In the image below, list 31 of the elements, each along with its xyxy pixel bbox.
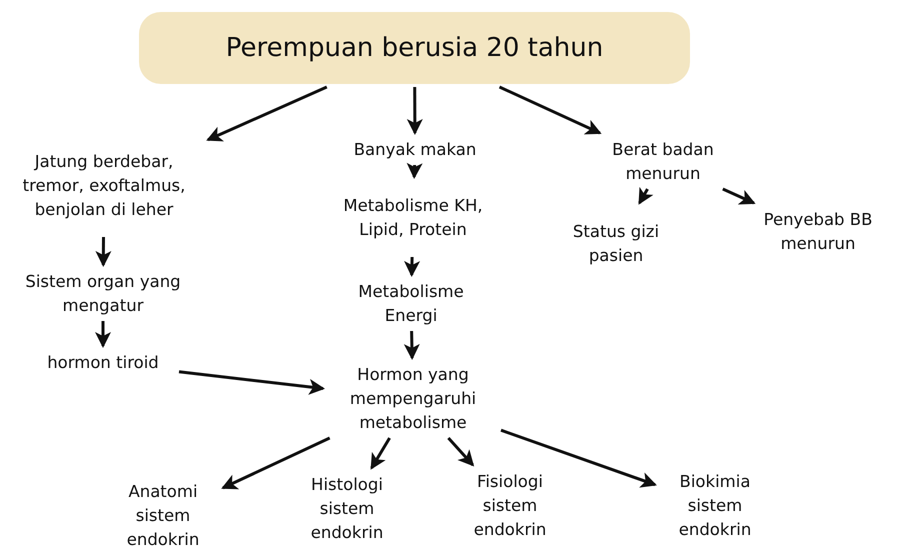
arrow	[498, 86, 602, 134]
arrow	[500, 428, 657, 488]
node-label: Biokimia sistem endokrin	[660, 470, 770, 542]
arrow	[206, 86, 328, 142]
node-label: Banyak makan	[330, 138, 500, 162]
node-label: Penyebab BB menurun	[748, 208, 888, 256]
node-label: Status gizi pasien	[570, 208, 662, 280]
arrow	[95, 236, 112, 267]
node-label: Hormon yang mempengaruhi metabolisme	[328, 363, 498, 435]
node-label: Metabolisme Energi	[335, 280, 487, 328]
arrow	[404, 256, 420, 277]
arrow	[638, 186, 654, 205]
title-box	[139, 12, 690, 84]
arrow	[406, 162, 423, 179]
arrow	[447, 437, 474, 466]
arrow	[404, 330, 420, 360]
arrow	[178, 370, 325, 395]
node-label: Perempuan berusia 20 tahun	[226, 32, 604, 64]
arrow	[221, 436, 330, 490]
node-label: Histologi sistem endokrin	[292, 473, 402, 545]
arrow	[722, 188, 756, 205]
node-label: Sistem organ yang mengatur	[15, 270, 191, 318]
node-label: Metabolisme KH, Lipid, Protein	[335, 182, 491, 254]
arrow	[95, 321, 111, 348]
node-label: Jatung berdebar, tremor, exoftalmus, benjolan di leher	[5, 138, 203, 234]
node-label: Fisiologi sistem endokrin	[455, 470, 565, 542]
arrow	[406, 87, 423, 135]
arrow	[370, 437, 391, 470]
node-label: Anatomi sistem endokrin	[108, 480, 218, 548]
node-label: hormon tiroid	[30, 351, 176, 375]
node-label: Berat badan menurun	[588, 138, 738, 186]
